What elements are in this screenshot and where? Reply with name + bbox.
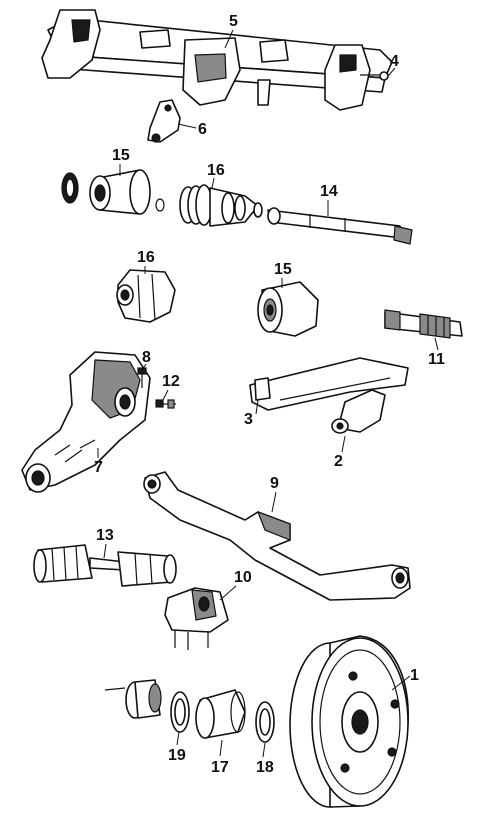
callout-3: 3 xyxy=(244,411,253,428)
callout-19: 19 xyxy=(168,747,186,764)
part-9-mount-member xyxy=(143,471,411,601)
part-7-differential xyxy=(21,351,151,493)
callout-16-mid: 16 xyxy=(137,249,155,266)
part-bearing-outer xyxy=(104,679,162,719)
part-15-seal-bushing-top xyxy=(61,169,165,215)
leader-5 xyxy=(224,29,234,49)
part-16-boot-top xyxy=(179,184,263,227)
part-17-bearing xyxy=(195,689,246,739)
part-12-bolt xyxy=(155,399,176,409)
leader-8 xyxy=(141,363,147,371)
part-14-shaft xyxy=(267,207,413,245)
callout-14: 14 xyxy=(320,183,338,200)
callout-9: 9 xyxy=(270,475,279,492)
callout-15-mid: 15 xyxy=(274,261,292,278)
part-19-seal xyxy=(170,691,190,733)
leader-12 xyxy=(162,389,169,401)
part-5-crossmember xyxy=(41,9,393,111)
leader-4 xyxy=(387,67,396,77)
part-6-bracket xyxy=(147,99,181,143)
callout-4: 4 xyxy=(390,53,399,70)
callout-17: 17 xyxy=(211,759,229,776)
leader-10 xyxy=(219,585,237,601)
part-13-drive-shaft xyxy=(33,544,177,587)
callout-18: 18 xyxy=(256,759,274,776)
part-16-boot-middle xyxy=(116,269,176,323)
leader-1 xyxy=(391,675,411,691)
leader-3 xyxy=(255,399,259,415)
callout-10: 10 xyxy=(234,569,252,586)
part-1-brake-drum xyxy=(289,635,409,808)
leader-16-top xyxy=(211,177,215,189)
callout-1: 1 xyxy=(410,667,419,684)
callout-11: 11 xyxy=(428,351,445,368)
leader-11 xyxy=(434,337,439,351)
callout-2: 2 xyxy=(334,453,343,470)
callout-15-top: 15 xyxy=(112,147,130,164)
callout-7: 7 xyxy=(94,459,103,476)
part-18-seal xyxy=(255,701,275,743)
callout-12: 12 xyxy=(162,373,180,390)
part-2-mount-bracket xyxy=(331,389,386,434)
leader-17 xyxy=(219,739,223,757)
part-11-splined-shaft xyxy=(384,309,463,339)
leader-2 xyxy=(341,435,346,453)
part-3-link-arm xyxy=(249,357,409,411)
part-10-mount-insulator xyxy=(164,587,229,650)
callout-16-top: 16 xyxy=(207,162,225,179)
leader-18 xyxy=(262,742,266,758)
callout-8: 8 xyxy=(142,349,151,366)
callout-6: 6 xyxy=(198,121,207,138)
part-8-bolt xyxy=(137,367,147,388)
callout-5: 5 xyxy=(229,13,238,30)
leader-13 xyxy=(103,543,107,559)
callout-13: 13 xyxy=(96,527,114,544)
leader-19 xyxy=(176,731,180,746)
part-15-bushing-middle xyxy=(257,281,319,337)
leader-9 xyxy=(271,491,277,513)
leader-6 xyxy=(177,123,197,129)
